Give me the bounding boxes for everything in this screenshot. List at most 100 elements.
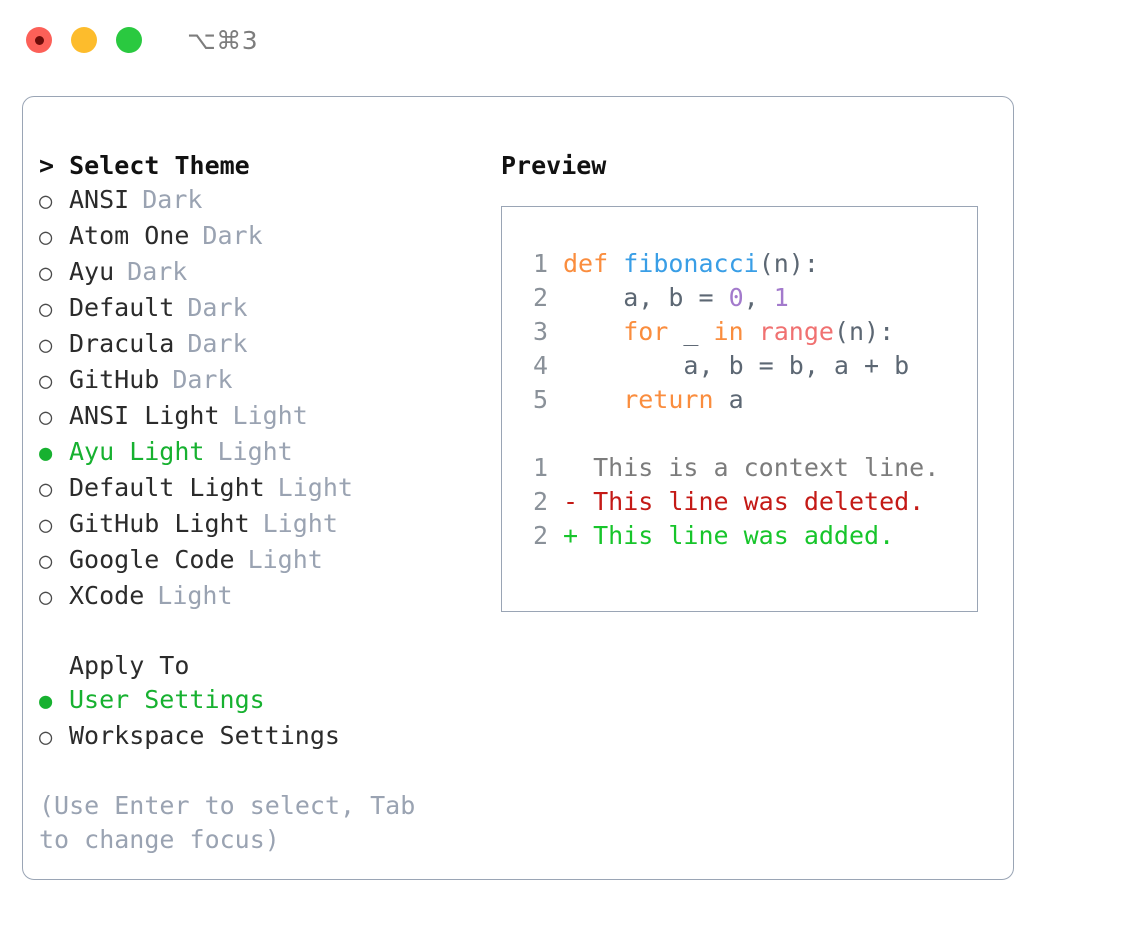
token-punc: (n): [833,317,895,346]
apply-to-option-label: User Settings [69,685,265,714]
line-number: 2 [532,283,548,312]
code-text: + This line was added. [563,519,894,553]
theme-variant-tag: Light [262,509,338,538]
radio-selected-icon: ● [39,689,53,714]
diff-line: 2 + This line was added. [518,519,977,553]
line-number: 4 [532,351,548,380]
select-theme-heading: > Select Theme [39,149,485,183]
code-line: 2 a, b = 0, 1 [518,281,977,315]
token-var: a, b = [563,283,729,312]
token-punc: (n): [758,249,819,278]
line-number: 5 [532,385,548,414]
radio-unselected-icon: ○ [39,261,53,286]
radio-unselected-icon: ○ [39,189,53,214]
token-num: 0 [728,283,744,312]
theme-option-label: Default Light [69,473,265,502]
theme-option-ansi-light[interactable]: ○ ANSI Light Light [39,399,485,435]
token-var: a, b = b, a + b [563,351,910,380]
theme-variant-tag: Dark [172,365,233,394]
diff-line: 2- This line was deleted. [518,485,977,519]
radio-unselected-icon: ○ [39,585,53,610]
theme-option-label: Ayu [69,257,115,286]
code-text: def fibonacci(n): [563,247,819,281]
preview-heading: Preview [501,151,607,180]
radio-unselected-icon: ○ [39,333,53,358]
token-kw: return [563,385,729,414]
theme-option-label: Google Code [69,545,235,574]
title-bar: ⌥⌘3 [0,0,1140,80]
apply-to-list: ● User Settings ○ Workspace Settings [39,683,485,755]
token-ctx: This is a context line. [563,453,940,482]
code-line: 4 a, b = b, a + b [518,349,977,383]
maximize-button-icon[interactable] [116,27,142,53]
code-diff-spacer [518,417,977,451]
theme-option-label: ANSI [69,185,130,214]
token-fn: fibonacci [623,249,759,278]
theme-option-github[interactable]: ○ GitHub Dark [39,363,485,399]
token-call: range [758,317,834,346]
theme-variant-tag: Light [157,581,233,610]
recording-indicator-icon [34,35,44,45]
theme-variant-tag: Dark [202,221,263,250]
radio-selected-icon: ● [39,441,53,466]
line-number: 2 [532,521,548,550]
radio-unselected-icon: ○ [39,477,53,502]
close-button-icon[interactable] [26,27,52,53]
radio-unselected-icon: ○ [39,369,53,394]
radio-unselected-icon: ○ [39,297,53,322]
theme-option-label: GitHub [69,365,160,394]
theme-option-label: GitHub Light [69,509,250,538]
token-add: + This line was added. [563,521,895,550]
radio-unselected-icon: ○ [39,405,53,430]
select-theme-heading-label: Select Theme [69,151,250,180]
diff-sample: 1 This is a context line.2- This line wa… [518,451,977,553]
code-text: This is a context line. [563,451,939,485]
minimize-button-icon[interactable] [71,27,97,53]
theme-variant-tag: Light [232,401,308,430]
apply-to-option-user-settings[interactable]: ● User Settings [39,683,485,719]
apply-to-heading: Apply To [69,651,190,680]
theme-option-label: Atom One [69,221,190,250]
token-var: , [743,283,774,312]
radio-unselected-icon: ○ [39,513,53,538]
section-spacer [39,615,485,649]
keyboard-hint-text: (Use Enter to select, Tab to change focu… [39,791,431,854]
token-kw: for [563,317,684,346]
radio-unselected-icon: ○ [39,725,53,750]
keyboard-shortcut-label: ⌥⌘3 [187,25,259,55]
code-text: return a [563,383,744,417]
token-var: a [728,385,744,414]
apply-to-option-workspace-settings[interactable]: ○ Workspace Settings [39,719,485,755]
code-text: for _ in range(n): [563,315,894,349]
token-var: _ [683,317,714,346]
diff-line: 1 This is a context line. [518,451,977,485]
theme-variant-tag: Light [217,437,293,466]
theme-option-github-light[interactable]: ○ GitHub Light Light [39,507,485,543]
theme-variant-tag: Light [247,545,323,574]
line-number: 3 [532,317,548,346]
prompt-caret-icon: > [39,151,70,180]
code-text: a, b = b, a + b [563,349,909,383]
line-number: 1 [532,453,548,482]
code-text: a, b = 0, 1 [563,281,789,315]
token-num: 1 [773,283,789,312]
theme-variant-tag: Dark [187,293,248,322]
theme-option-label: ANSI Light [69,401,220,430]
code-text: - This line was deleted. [563,485,924,519]
apply-to-option-label: Workspace Settings [69,721,340,750]
